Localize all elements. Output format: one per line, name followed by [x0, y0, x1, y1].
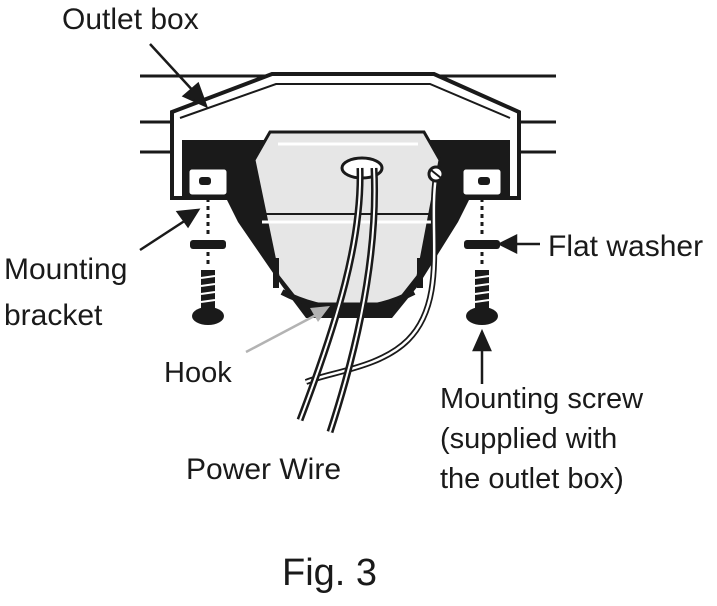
- power-wire-label: Power Wire: [186, 453, 342, 486]
- mounting-screw-label-line2: (supplied with: [440, 423, 618, 455]
- hook-arrow: [245, 306, 330, 354]
- left-flat-washer: [190, 240, 226, 249]
- right-mounting-screw: [464, 198, 500, 325]
- callout-arrows: [139, 43, 540, 384]
- outlet-box-arrow: [149, 43, 197, 95]
- flat-washer-label: Flat washer: [548, 230, 704, 263]
- hook: [280, 289, 416, 312]
- mounting-screw-label-line3: the outlet box): [440, 463, 624, 495]
- mounting-bracket-arrow: [139, 218, 187, 252]
- right-flat-washer: [464, 240, 500, 249]
- hook-label: Hook: [164, 357, 232, 389]
- left-mounting-screw: [190, 198, 226, 325]
- outlet-box-label: Outlet box: [62, 3, 199, 36]
- mounting-bracket-label-line2: bracket: [4, 299, 103, 332]
- mounting-screw-label-line1: Mounting screw: [440, 383, 644, 415]
- mounting-bracket-label-line1: Mounting: [4, 253, 128, 286]
- canopy-body: [252, 130, 442, 306]
- figure-caption: Fig. 3: [282, 552, 378, 594]
